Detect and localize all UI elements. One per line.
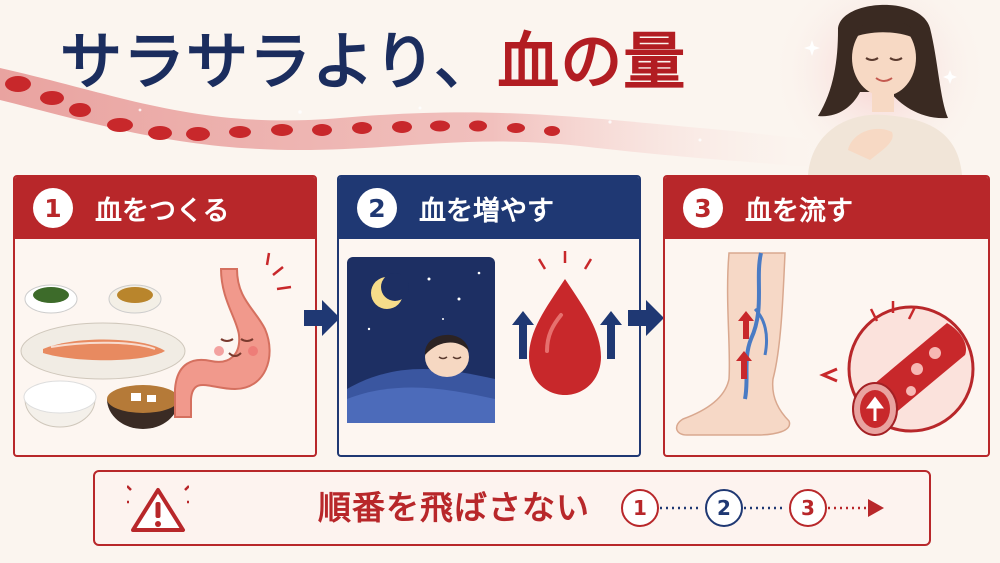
stomach-icon (174, 252, 292, 418)
bottom-message-box: 順番を飛ばさない 1 2 3 (93, 470, 931, 546)
arrow-right-icon-2 (628, 300, 664, 336)
bottom-message: 順番を飛ばさない (318, 488, 590, 527)
sequence-step-1: 1 (621, 489, 659, 527)
sequence-step-3: 3 (789, 489, 827, 527)
step-header-1: 1 血をつくる (15, 177, 315, 239)
arrow-right-icon (304, 300, 340, 336)
circulation-illustration (675, 252, 975, 436)
warning-icon (127, 485, 189, 532)
step-number-2: 2 (357, 188, 397, 228)
page-title: サラサラより、血の量 (60, 12, 686, 112)
dotted-connector-1 (660, 506, 702, 510)
dotted-connector-2 (744, 506, 786, 510)
blood-drop-icon (529, 251, 601, 395)
moon-icon (371, 273, 409, 309)
step-label-2: 血を増やす (419, 195, 554, 227)
woman-illustration (770, 0, 990, 182)
step-panel-1: 1 血をつくる (13, 175, 317, 457)
blood-vessel-icon (847, 301, 975, 436)
step-panel-2: 2 血を増やす (337, 175, 641, 457)
sleep-and-blood-illustration (347, 251, 622, 423)
step-number-3: 3 (683, 188, 723, 228)
sequence-arrow-icon (828, 499, 884, 517)
blood-vessel-ribbon (0, 68, 820, 168)
sequence-step-2: 2 (705, 489, 743, 527)
step-header-2: 2 血を増やす (339, 177, 639, 239)
food-and-stomach-illustration (20, 252, 292, 429)
title-part2: 血の量 (497, 25, 687, 98)
step-number-1: 1 (33, 188, 73, 228)
step-label-1: 血をつくる (95, 195, 230, 227)
step-panel-3: 3 血を流す (663, 175, 990, 457)
title-part1: サラサラより、 (60, 25, 498, 98)
step-header-3: 3 血を流す (665, 177, 988, 239)
step-label-3: 血を流す (745, 195, 853, 227)
